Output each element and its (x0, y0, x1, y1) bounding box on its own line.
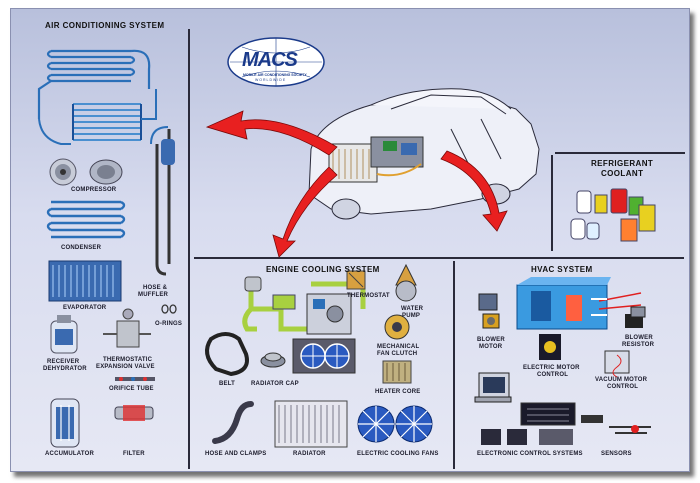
label-condenser: CONDENSER (61, 245, 102, 251)
belt-art (205, 332, 249, 377)
accumulator-art (50, 398, 80, 448)
ac-coil-mid (72, 103, 142, 141)
condenser-art (46, 200, 126, 239)
label-blower-resistor-2: RESISTOR (622, 342, 655, 348)
divider-refrigerant-horizontal (555, 152, 685, 154)
laptop-art (474, 372, 512, 403)
label-blower-resistor-1: BLOWER (625, 335, 653, 341)
hvac-box-art (516, 277, 642, 330)
label-fan-clutch-2: FAN CLUTCH (377, 351, 418, 357)
logo-text: MACS (242, 49, 298, 71)
label-accumulator: ACCUMULATOR (45, 451, 94, 457)
heater-core-art (382, 360, 412, 384)
label-electric-fans: ELECTRIC COOLING FANS (357, 451, 439, 457)
ac-coil-top (37, 49, 151, 119)
label-orifice-tube: ORIFICE TUBE (109, 386, 154, 392)
poster: MACS MOBILE AIR CONDITIONING SOCIETY WOR… (10, 8, 690, 472)
engine-bay-art (328, 136, 424, 183)
label-radiator-cap: RADIATOR CAP (251, 381, 299, 387)
filter-art (114, 405, 154, 421)
label-receiver-1: RECEIVER (47, 359, 80, 365)
label-fan-clutch-1: MECHANICAL (377, 344, 420, 350)
label-water-pump-2: PUMP (402, 313, 421, 319)
label-hose-muffler-1: HOSE & (143, 285, 168, 291)
label-txv-2: EXPANSION VALVE (96, 364, 155, 370)
refrigerant-title-line1: REFRIGERANT (591, 159, 654, 168)
label-electronic-control: ELECTRONIC CONTROL SYSTEMS (477, 451, 583, 457)
label-hose-clamps: HOSE AND CLAMPS (205, 451, 267, 457)
label-txv-1: THERMOSTATIC (103, 357, 153, 363)
label-receiver-2: DEHYDRATOR (43, 366, 87, 372)
ecs-boxes-art (481, 429, 573, 445)
refrigerant-bottles-art (570, 188, 656, 242)
divider-hvac-vertical (453, 261, 455, 469)
txv-art (103, 308, 151, 348)
ac-section-title: AIR CONDITIONING SYSTEM (45, 21, 165, 30)
vacuum-motor-control-art (604, 350, 630, 378)
label-sensors: SENSORS (601, 451, 632, 457)
divider-refrigerant-vertical (551, 155, 553, 251)
label-hose-muffler-2: MUFFLER (138, 292, 169, 298)
hvac-section-title: HVAC SYSTEM (531, 265, 593, 274)
label-radiator: RADIATOR (293, 451, 326, 457)
label-motor-control-1: ELECTRIC MOTOR (523, 365, 580, 371)
label-water-pump-1: WATER (401, 306, 424, 312)
refrigerant-title-line2: COOLANT (601, 169, 644, 178)
logo-subtitle: MOBILE AIR CONDITIONING SOCIETY (243, 73, 307, 77)
evaporator-art (48, 260, 122, 302)
fan-clutch-art (384, 314, 410, 340)
macs-logo (227, 37, 325, 87)
label-o-rings: O-RINGS (155, 321, 183, 327)
label-filter: FILTER (123, 451, 145, 457)
label-evaporator: EVAPORATOR (63, 305, 107, 311)
electric-motor-control-art (539, 334, 561, 360)
logo-tagline: WORLDWIDE (255, 78, 287, 82)
label-blower-motor-1: BLOWER (477, 337, 505, 343)
sensors-art (609, 425, 651, 434)
radiator-art (274, 400, 348, 448)
o-rings-art (161, 304, 177, 314)
hose-clamps-art (212, 401, 254, 444)
blower-resistor-art (625, 306, 646, 328)
label-compressor: COMPRESSOR (71, 187, 117, 193)
hose-muffler-art (150, 126, 175, 276)
divider-middle-horizontal (194, 257, 684, 259)
control-panel-art (520, 402, 603, 426)
water-pump-art (395, 263, 417, 302)
thermostat-art (346, 270, 366, 290)
engine-section-title: ENGINE COOLING SYSTEM (266, 265, 380, 274)
ac-lines (38, 89, 157, 145)
orifice-tube-art (115, 377, 155, 381)
divider-ac-vertical (188, 29, 190, 469)
electric-fans-art (357, 405, 433, 443)
label-belt: BELT (219, 381, 236, 387)
blower-motor-art (478, 293, 500, 329)
label-vacuum-control-1: VACUUM MOTOR (595, 377, 648, 383)
receiver-dehydrator-art (50, 315, 78, 354)
label-vacuum-control-2: CONTROL (607, 384, 639, 390)
radiator-cap-art (260, 352, 286, 368)
compressor-art (49, 158, 123, 186)
red-arrows (205, 110, 508, 258)
label-heater-core: HEATER CORE (375, 389, 421, 395)
label-thermostat: THERMOSTAT (347, 293, 390, 299)
label-blower-motor-2: MOTOR (479, 344, 503, 350)
poster-artwork (37, 49, 656, 448)
label-motor-control-2: CONTROL (537, 372, 569, 378)
